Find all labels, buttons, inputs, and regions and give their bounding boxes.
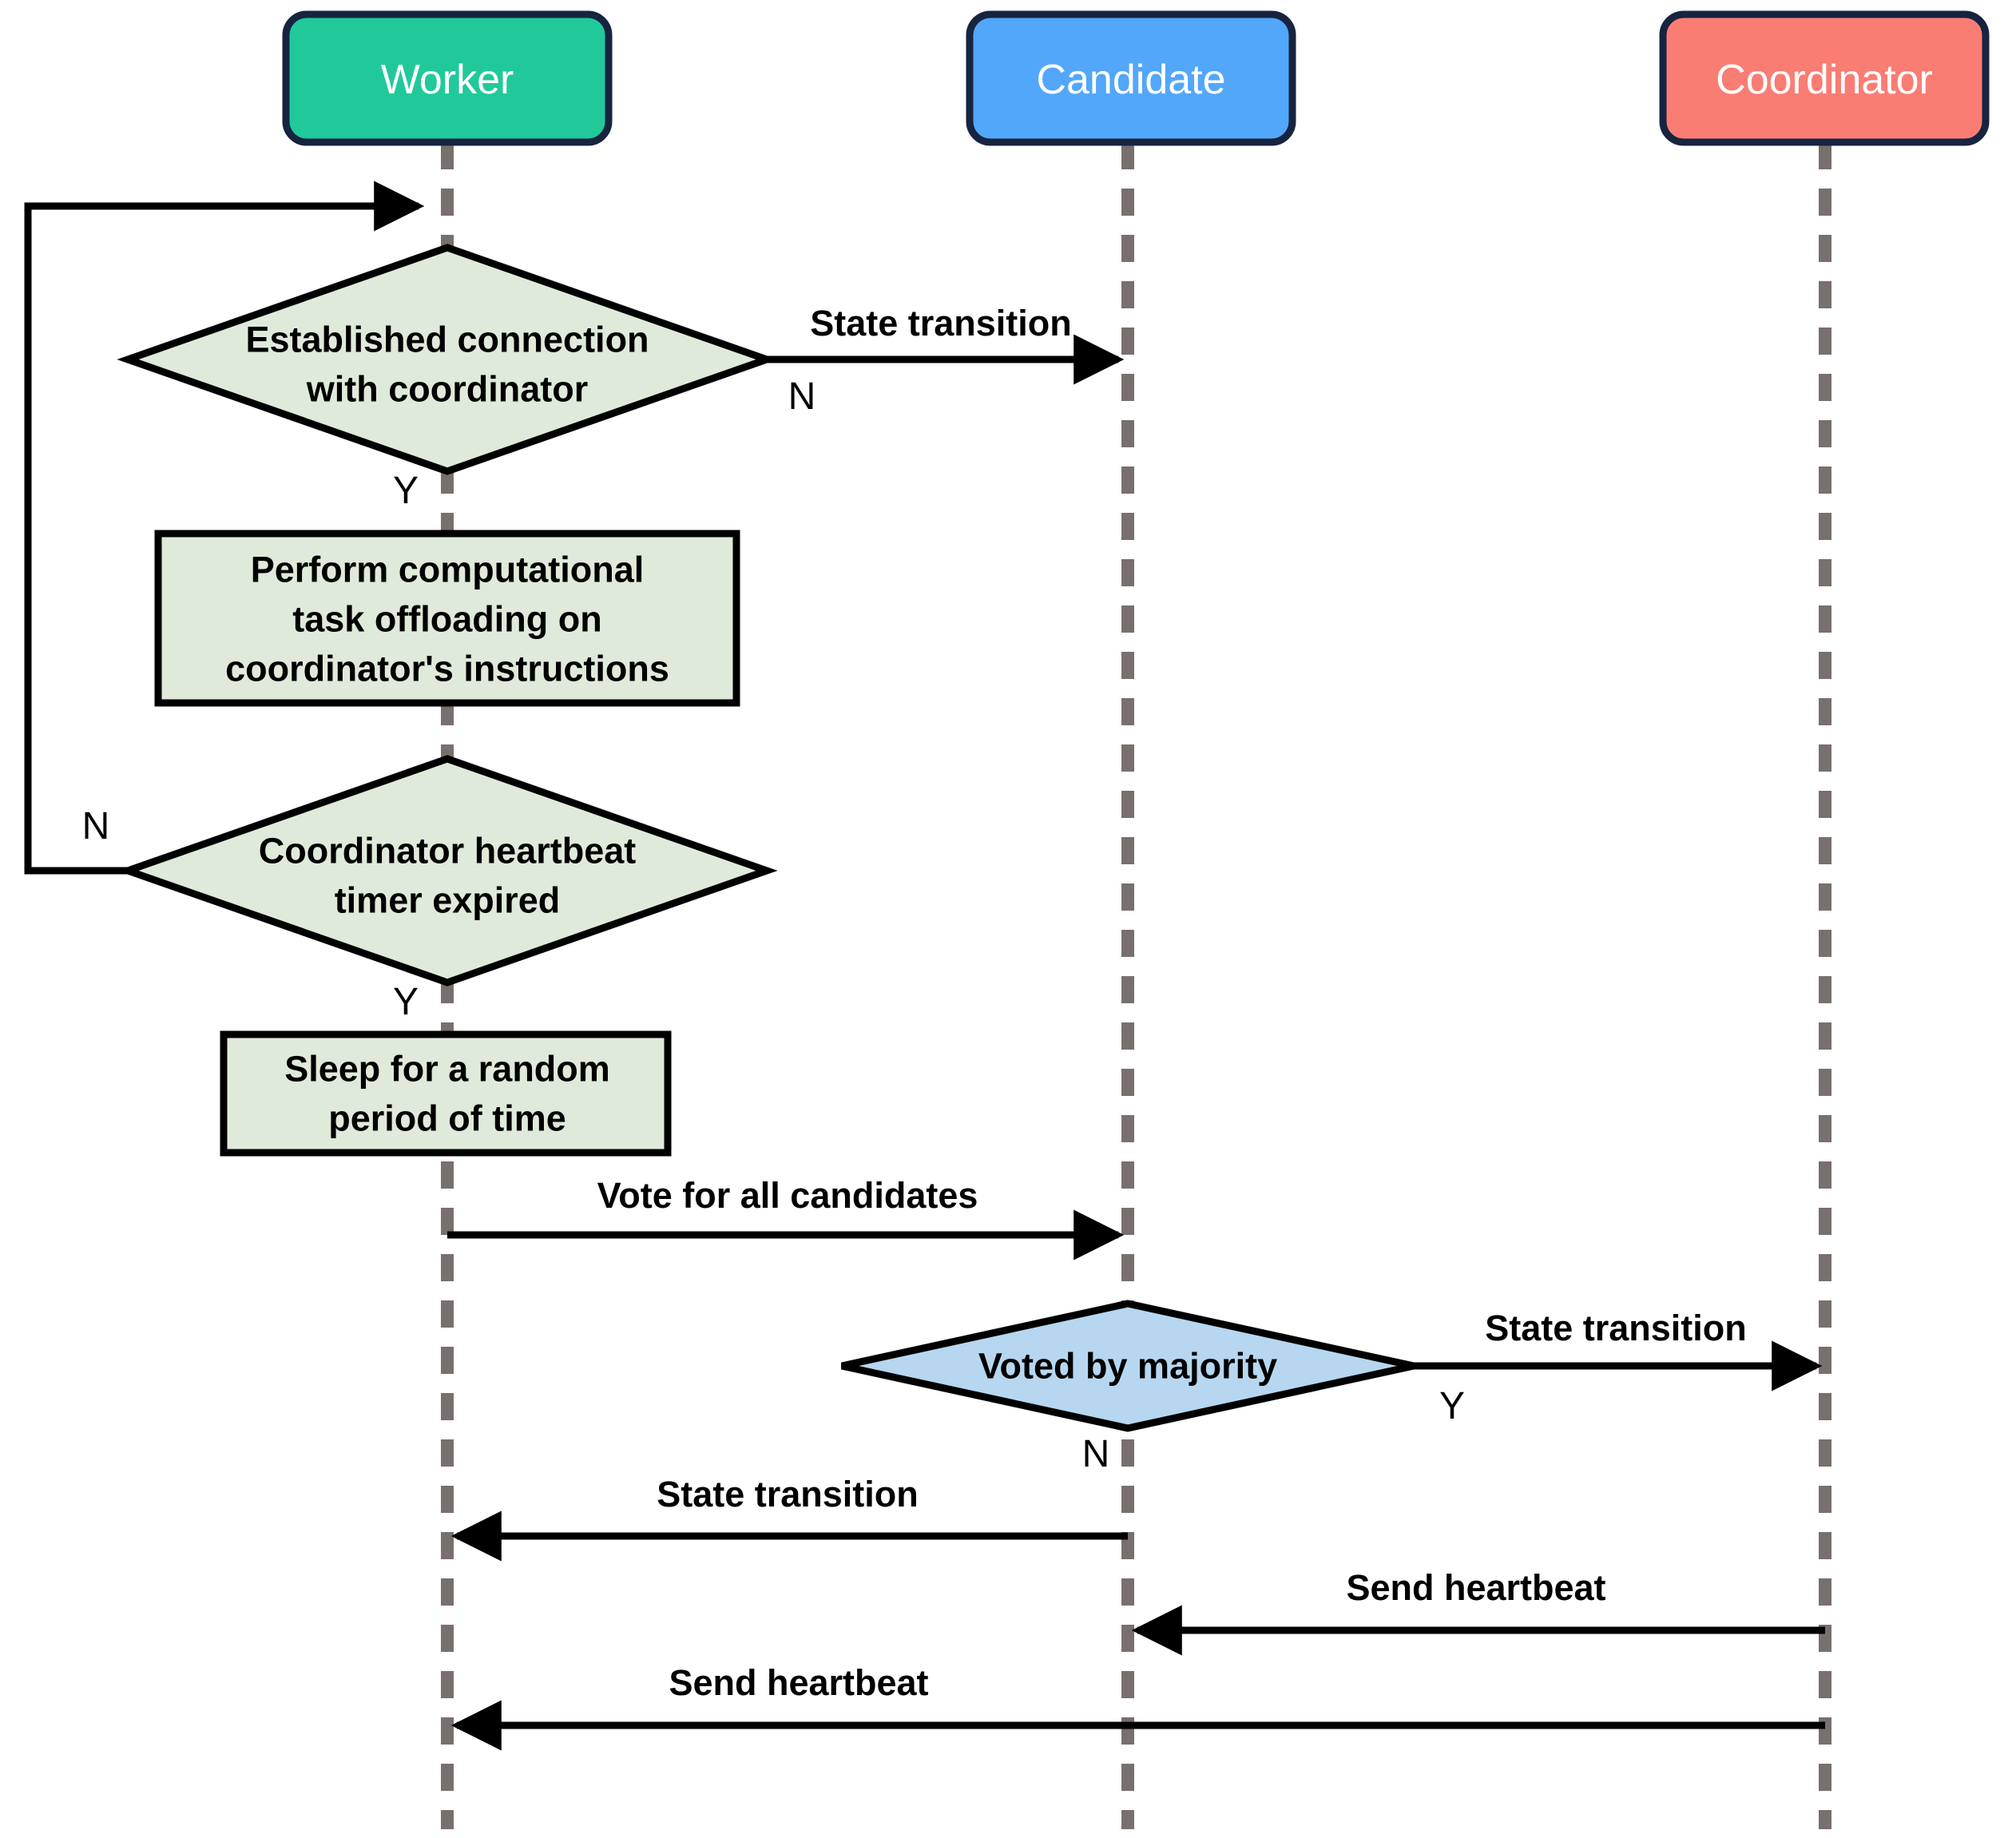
node-heartbeat-timer-expired[interactable]: Coordinator heartbeat timer expired (117, 755, 778, 986)
node-established-connection[interactable]: Established connection with coordinator (117, 244, 778, 475)
node-label-line-1: Established connection (245, 320, 649, 360)
node-label-line-1: Coordinator heartbeat (259, 831, 637, 871)
node-label-line-2: task offloading on (292, 599, 602, 640)
message-label: Send heartbeat (1346, 1567, 1605, 1608)
actor-box (282, 10, 613, 146)
message-label: Vote for all candidates (597, 1175, 978, 1216)
branch-label-heartbeat-no: N (82, 805, 110, 848)
message-label: State transition (657, 1474, 919, 1514)
message-label: State transition (1485, 1308, 1747, 1348)
node-label-line-1: Voted by majority (978, 1346, 1277, 1387)
node-label-line-1: Sleep for a random (284, 1049, 610, 1090)
branch-label-voted-no: N (1082, 1433, 1110, 1475)
actor-label: Candidate (1036, 57, 1225, 103)
message-label: Send heartbeat (669, 1662, 928, 1703)
actor-worker[interactable]: Worker (282, 10, 613, 146)
branch-label-voted-yes: Y (1439, 1385, 1465, 1427)
branch-label-heartbeat-yes: Y (393, 981, 419, 1023)
node-voted-by-majority[interactable]: Voted by majority (841, 1300, 1415, 1432)
message-send-heartbeat-coordinator-to-worker: Send heartbeat (450, 1662, 1825, 1751)
branch-labels: N Y N Y Y N (82, 375, 1465, 1475)
actor-label: Coordinator (1716, 57, 1933, 103)
process-box (154, 530, 740, 707)
process-box (220, 1030, 672, 1157)
decision-diamond (117, 755, 778, 986)
decision-diamond (841, 1300, 1415, 1432)
branch-label-established-yes: Y (393, 470, 419, 512)
node-label-line-2: with coordinator (306, 369, 589, 410)
messages: State transition Vote for all candidates… (447, 303, 1825, 1751)
message-state-transition-candidate-to-coordinator: State transition (1407, 1308, 1823, 1391)
message-state-transition-worker-to-candidate: State transition (767, 303, 1125, 385)
node-sleep-random-period[interactable]: Sleep for a random period of time (220, 1030, 672, 1157)
node-perform-task-offloading[interactable]: Perform computational task offloading on… (154, 530, 740, 707)
node-label-line-3: coordinator's instructions (225, 649, 669, 689)
actor-box (966, 10, 1296, 146)
decision-diamond (117, 244, 778, 475)
actor-headers: Worker Candidate Coordinator (282, 10, 1990, 146)
branch-label-established-no: N (788, 375, 816, 418)
process-nodes: Established connection with coordinator … (117, 244, 1415, 1432)
actor-box (1659, 10, 1990, 146)
node-label-line-2: period of time (328, 1098, 566, 1139)
node-label-line-1: Perform computational (251, 550, 645, 590)
loopback-path (24, 181, 425, 875)
actor-coordinator[interactable]: Coordinator (1659, 10, 1990, 146)
message-label: State transition (810, 303, 1072, 343)
node-label-line-2: timer expired (335, 880, 561, 921)
actor-label: Worker (381, 57, 514, 103)
message-state-transition-candidate-to-worker: State transition (450, 1474, 1128, 1562)
message-send-heartbeat-coordinator-to-candidate: Send heartbeat (1131, 1567, 1825, 1656)
heartbeat-retry-loop (24, 181, 425, 875)
message-vote-for-all-candidates: Vote for all candidates (447, 1175, 1125, 1260)
actor-candidate[interactable]: Candidate (966, 10, 1296, 146)
